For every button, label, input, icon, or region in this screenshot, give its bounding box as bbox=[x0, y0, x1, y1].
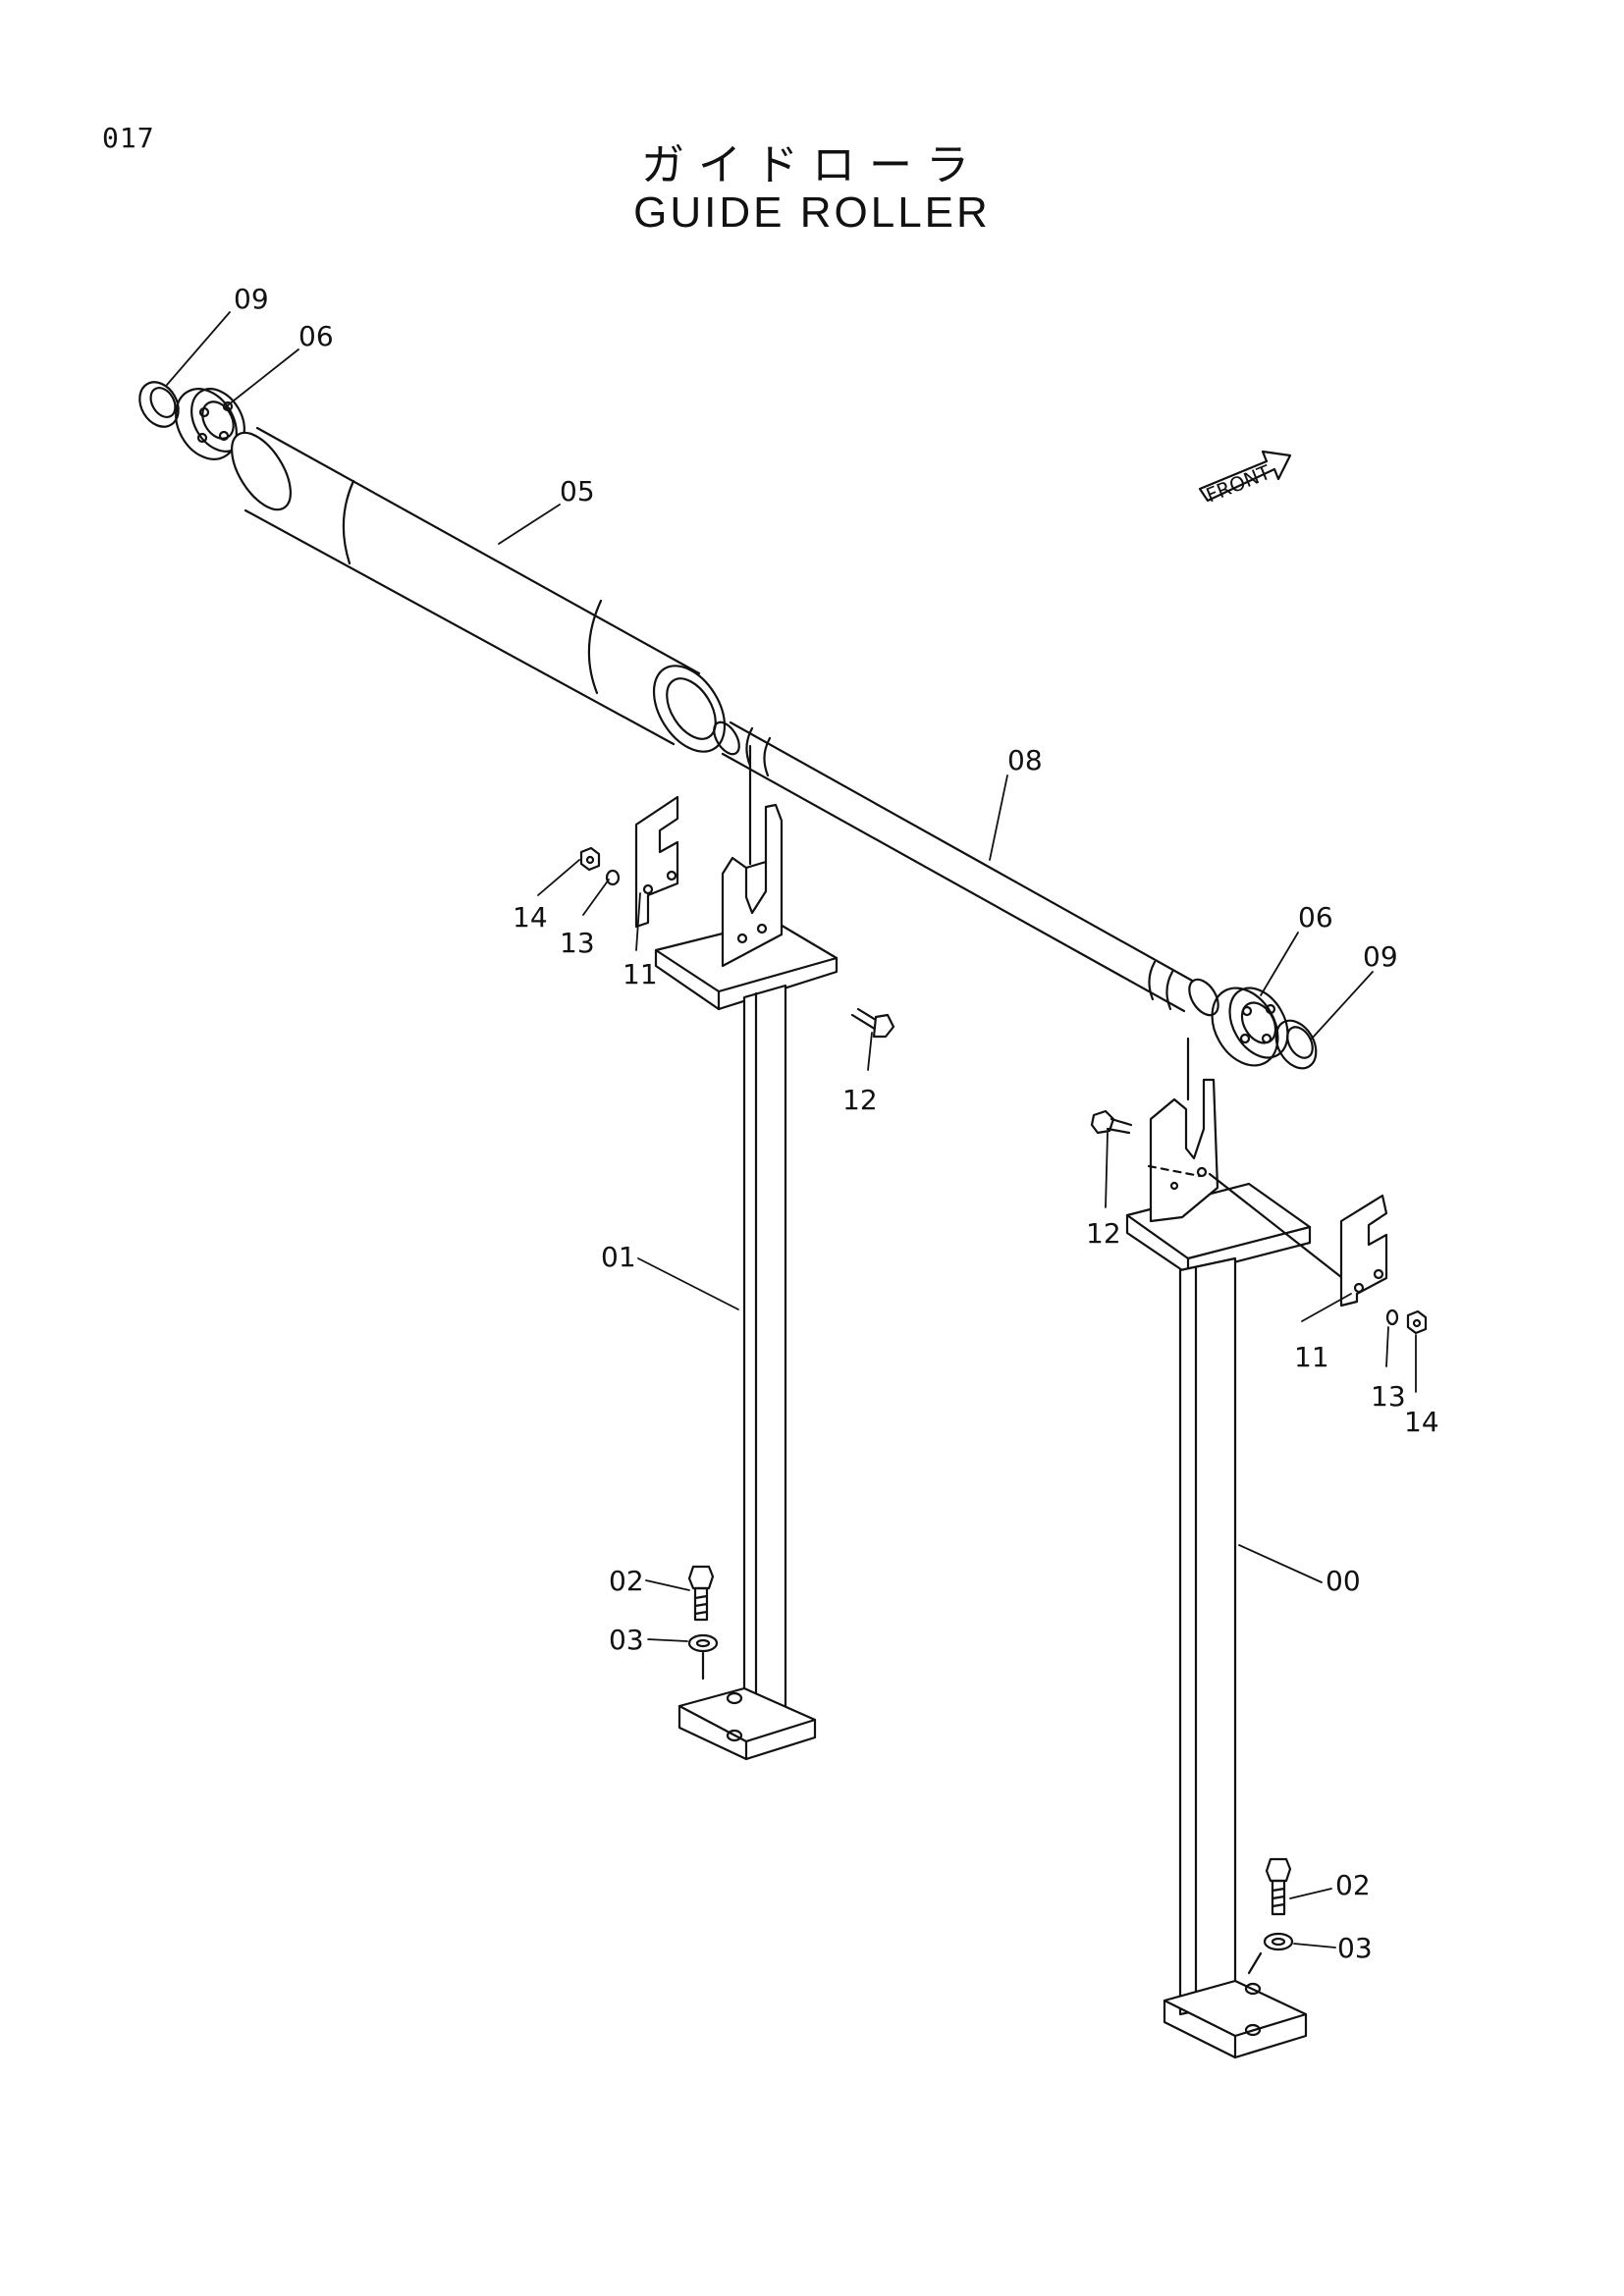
washer-right-base bbox=[1247, 1932, 1294, 1975]
nut-left bbox=[579, 846, 601, 872]
roller-tube bbox=[231, 426, 727, 753]
callout-label: 12 bbox=[842, 1084, 878, 1116]
callout-label: 01 bbox=[601, 1241, 636, 1273]
retainer-plate-left bbox=[634, 795, 679, 929]
front-arrow-marker: FRONT bbox=[1198, 450, 1292, 507]
retainer-plate-right bbox=[1339, 1194, 1388, 1308]
washer-left-base bbox=[687, 1633, 719, 1681]
seal-ring-left bbox=[138, 381, 180, 428]
callout-label: 02 bbox=[609, 1565, 644, 1597]
bolt-left bbox=[850, 1007, 895, 1039]
callout-label: 13 bbox=[1371, 1380, 1406, 1413]
left-bracket bbox=[721, 744, 784, 968]
callout-label: 09 bbox=[1363, 940, 1398, 973]
callout-label: 06 bbox=[298, 320, 334, 352]
bolt-right-base bbox=[1265, 1857, 1292, 1916]
bearing-right bbox=[1211, 987, 1289, 1067]
front-arrow-label: FRONT bbox=[1203, 459, 1274, 507]
title-japanese: ガイドローラ bbox=[641, 140, 983, 190]
right-stand bbox=[1125, 1182, 1312, 2059]
lock-washer-right bbox=[1385, 1308, 1399, 1326]
callout-label: 14 bbox=[1404, 1406, 1439, 1438]
callout-label: 06 bbox=[1298, 901, 1333, 934]
title-english: GUIDE ROLLER bbox=[633, 188, 991, 237]
nut-right bbox=[1406, 1309, 1428, 1335]
lock-washer-left bbox=[605, 869, 621, 886]
left-stand bbox=[654, 919, 839, 1761]
roller-shaft bbox=[713, 721, 1219, 1017]
callout-label: 02 bbox=[1335, 1869, 1371, 1901]
page-number: 017 bbox=[102, 122, 155, 154]
callout-label: 11 bbox=[1294, 1341, 1329, 1373]
seal-ring-right bbox=[1274, 1019, 1318, 1070]
callout-label: 05 bbox=[560, 475, 595, 507]
callout-label: 08 bbox=[1007, 744, 1043, 776]
callout-label: 14 bbox=[513, 901, 548, 934]
callout-label: 12 bbox=[1086, 1217, 1121, 1250]
bolt-left-base bbox=[687, 1565, 715, 1622]
callout-label: 11 bbox=[623, 958, 658, 990]
callout-label: 13 bbox=[560, 927, 595, 959]
bolt-right bbox=[1090, 1109, 1133, 1135]
callout-label: 09 bbox=[234, 283, 269, 315]
leader-lines bbox=[166, 311, 1417, 1949]
callout-labels: 09 06 05 08 06 09 14 13 11 12 12 01 11 1… bbox=[234, 283, 1439, 1964]
callout-label: 00 bbox=[1326, 1565, 1361, 1597]
callout-label: 03 bbox=[609, 1624, 644, 1656]
right-bracket bbox=[1147, 1037, 1357, 1290]
callout-label: 03 bbox=[1337, 1932, 1373, 1964]
